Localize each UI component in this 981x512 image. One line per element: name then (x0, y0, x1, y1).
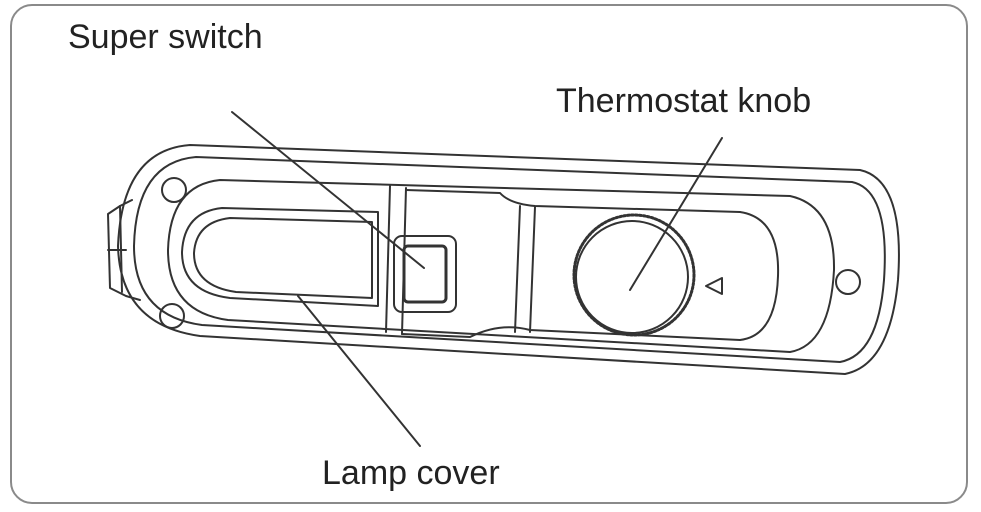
panel-neck (401, 189, 741, 341)
screw-hole-left-top (161, 177, 187, 203)
super-switch-outer (393, 235, 457, 313)
leader-super-switch (231, 111, 425, 269)
housing-outer (117, 144, 900, 375)
inner-tray (167, 179, 836, 353)
lamp-cover-outline (181, 207, 379, 307)
leader-lamp-cover (297, 295, 421, 447)
thermostat-knob (575, 220, 689, 334)
knob-indicator-icon (705, 277, 723, 295)
label-super-switch: Super switch (68, 18, 263, 56)
label-lamp-cover: Lamp cover (322, 454, 500, 492)
screw-hole-right (835, 269, 861, 295)
screw-hole-left-bottom (159, 303, 185, 329)
super-switch-inner (402, 244, 448, 304)
label-thermostat-knob: Thermostat knob (556, 82, 812, 120)
housing-inner-rim (133, 156, 886, 363)
diagram-frame (10, 4, 968, 504)
leader-thermostat-knob (629, 137, 723, 291)
